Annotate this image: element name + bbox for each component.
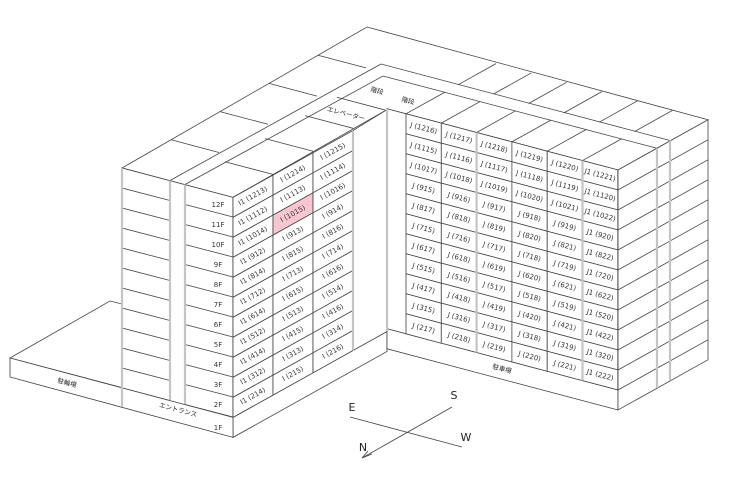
floor-label: 2F [214,401,222,409]
compass-north-south-line [361,406,453,459]
roof-corridor-line [380,63,671,141]
floor-line [184,204,234,218]
compass-north: N [359,441,367,454]
floor-line [617,219,709,271]
floor-line [184,244,234,258]
roof-cell-divider [304,115,354,129]
floor-label: 10F [212,241,225,249]
floor-line [617,159,709,211]
floor-line [121,307,171,321]
roof-cell-divider [528,81,567,104]
floor-line [184,224,234,238]
roof-cell-divider [547,129,587,152]
roof-corridor-line [169,63,382,181]
unit-cells [120,109,672,419]
floor-line [617,259,709,311]
floor-line [121,267,171,281]
roof-cell-divider [441,101,481,124]
floor-label: 4F [214,361,222,369]
compass: E S W N [349,389,472,459]
roof-cell-divider [634,110,673,132]
stairs-label-2: 階段 [401,94,416,106]
roof-cell-divider [563,91,603,114]
floor-label: 9F [214,261,222,269]
compass-east: E [349,401,356,414]
roof-cell-divider [457,63,497,86]
floor-label: 11F [212,221,225,229]
compass-north-arrow-icon [361,450,373,459]
floor-line [184,304,234,318]
floor-line [617,339,709,391]
compass-east-west-line [349,416,463,448]
stairs-label-1: 階段 [370,84,385,96]
floor-line [121,287,171,301]
floor-line [121,367,171,381]
floor-label: 8F [214,281,222,289]
floor-line [121,347,171,361]
compass-south: S [451,389,458,402]
roof-cell-divider [265,138,314,152]
block-i-recess [352,108,389,352]
floor-label: 6F [214,321,222,329]
roof-cell-divider [476,110,516,133]
roof-cell-divider [599,100,638,123]
floor-line [184,284,234,298]
roof-cell-divider [511,119,552,143]
floor-line [184,384,234,398]
floor-label: 1F [214,424,222,432]
roof-cell-divider [224,161,274,175]
roof-cell-divider [317,54,367,69]
roof-cell-divider [336,96,386,111]
floor-line [617,179,709,231]
floor-line [121,327,171,341]
floor-line [617,139,709,191]
floor-line [617,239,709,291]
roof-cell-divider [219,111,269,125]
roof-cell-divider [405,91,446,115]
floor-label: 12F [212,201,225,209]
floor-line [121,227,171,241]
floor-line [121,207,171,221]
floor-line [121,247,171,261]
roof-cell-divider [582,138,622,161]
floor-label: 7F [214,301,222,309]
floor-label: 5F [214,341,222,349]
compass-west: W [461,431,472,444]
roof-cell-divider [170,139,220,153]
roof-corridor-line [382,75,658,149]
floor-line [184,264,234,278]
floor-line [184,344,234,358]
floor-label: 3F [214,381,222,389]
roof-cell-divider [268,83,318,97]
floor-line [617,279,709,331]
floor-line [184,324,234,338]
floor-line [617,199,709,251]
roof-corridor-line [184,75,384,185]
floor-line [121,187,171,201]
floor-line [617,299,709,351]
floor-line [617,319,709,371]
roof-cell-divider [493,72,532,95]
floor-line [184,364,234,378]
